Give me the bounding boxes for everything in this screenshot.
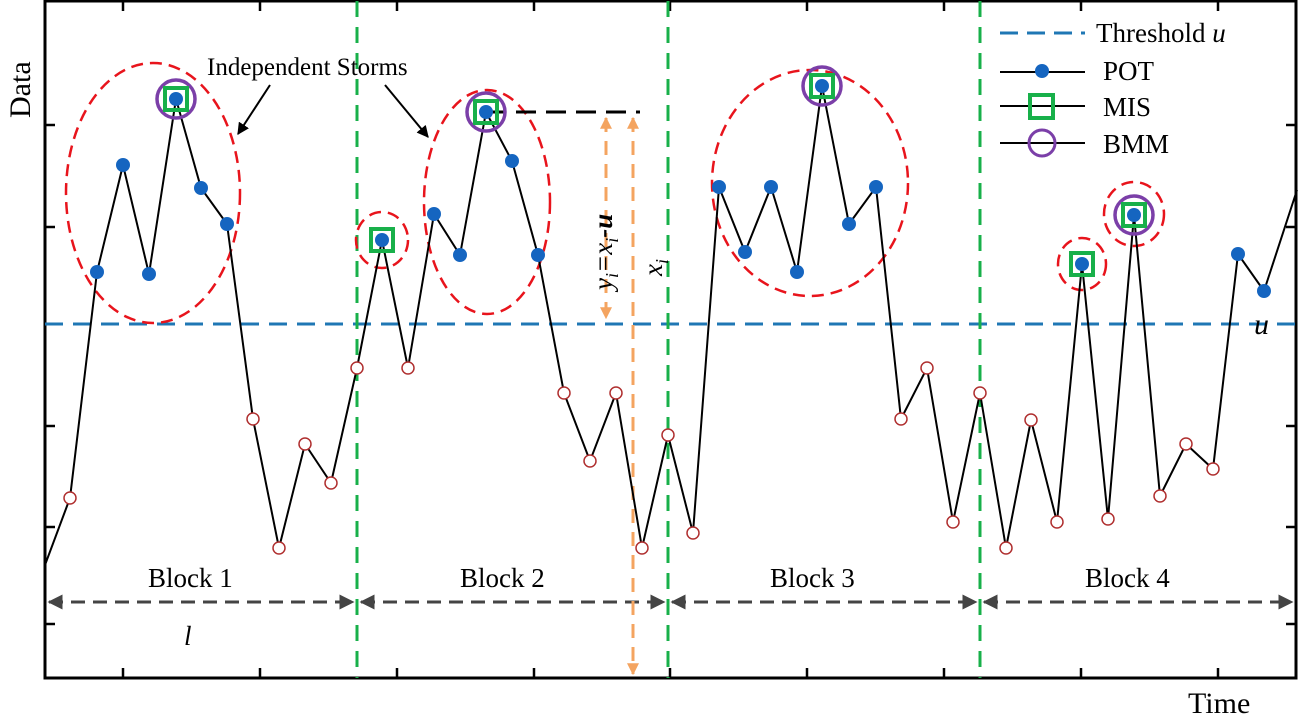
pot-point: [90, 265, 104, 279]
x-axis-label: Time: [1188, 687, 1250, 719]
below-threshold-point: [946, 515, 960, 529]
below-threshold-point: [609, 386, 623, 400]
below-threshold-point: [1153, 489, 1167, 503]
pot-point: [194, 181, 208, 195]
pot-point: [375, 233, 389, 247]
pot-point: [1231, 247, 1245, 261]
below-threshold-point: [350, 361, 364, 375]
legend-mis-label: MIS: [1103, 92, 1151, 122]
pot-point: [738, 245, 752, 259]
below-threshold-point: [1050, 515, 1064, 529]
pot-point: [505, 154, 519, 168]
storm-ellipse: [354, 210, 410, 270]
block-1-label: Block 1: [148, 563, 233, 593]
below-threshold-point: [661, 428, 675, 442]
legend: Threshold u POT MIS BMM: [1096, 18, 1226, 159]
bmm-marker: [155, 78, 197, 120]
storm-ellipse: [1102, 180, 1166, 248]
mis-marker: [473, 99, 499, 125]
mis-marker: [809, 73, 835, 99]
below-threshold-point: [1179, 437, 1193, 451]
below-threshold-point: [635, 541, 649, 555]
pot-point: [764, 180, 778, 194]
pot-point: [220, 217, 234, 231]
threshold-u-label: u: [1254, 308, 1269, 341]
storm-pointer-arrow: [237, 84, 271, 136]
below-threshold-point: [583, 454, 597, 468]
block-3-label: Block 3: [770, 563, 855, 593]
below-threshold-point: [63, 491, 77, 505]
pot-point: [531, 248, 545, 262]
storm-ellipse: [64, 61, 242, 325]
below-threshold-point: [557, 386, 571, 400]
y-axis-label: Data: [4, 61, 37, 118]
below-threshold-point: [272, 541, 286, 555]
below-threshold-point: [298, 437, 312, 451]
pot-point: [479, 105, 493, 119]
block-length-label: l: [184, 621, 192, 651]
pot-point: [453, 248, 467, 262]
below-threshold-point: [1206, 462, 1220, 476]
legend-pot-label: POT: [1103, 56, 1155, 86]
pot-point: [169, 92, 183, 106]
storm-pointer-arrow: [384, 84, 429, 138]
pot-point: [142, 267, 156, 281]
pot-point: [790, 265, 804, 279]
below-threshold-point: [324, 476, 338, 490]
mis-marker: [1121, 202, 1147, 228]
legend-threshold-label: Threshold u: [1096, 18, 1226, 48]
legend-pot-marker: [1035, 64, 1049, 78]
block-4-label: Block 4: [1085, 563, 1170, 593]
below-threshold-point: [894, 412, 908, 426]
below-threshold-point: [999, 541, 1013, 555]
below-threshold-point: [973, 386, 987, 400]
block-2-label: Block 2: [460, 563, 545, 593]
pot-point: [1075, 257, 1089, 271]
mis-marker: [369, 227, 395, 253]
exceedance-label: yi=xi-u: [588, 214, 622, 293]
legend-bmm-label: BMM: [1103, 129, 1169, 159]
mis-marker: [1069, 251, 1095, 277]
legend-bmm-marker: [1027, 128, 1057, 158]
storm-ellipse: [1056, 236, 1108, 292]
storm-ellipse: [422, 88, 552, 316]
pot-point: [842, 217, 856, 231]
pot-point: [427, 207, 441, 221]
bmm-marker: [465, 91, 507, 133]
below-threshold-point: [920, 361, 934, 375]
bmm-marker: [1113, 194, 1155, 236]
below-threshold-point: [401, 361, 415, 375]
below-threshold-point: [246, 412, 260, 426]
pot-point: [869, 180, 883, 194]
bmm-marker: [801, 65, 843, 107]
pot-point: [1257, 284, 1271, 298]
below-threshold-point: [686, 526, 700, 540]
below-threshold-point: [1101, 512, 1115, 526]
value-xi-label: xi: [638, 259, 672, 277]
pot-point: [712, 180, 726, 194]
mis-marker: [163, 86, 189, 112]
independent-storms-label: Independent Storms: [207, 54, 408, 81]
below-threshold-point: [1024, 413, 1038, 427]
legend-mis-marker: [1028, 93, 1055, 120]
pot-point: [116, 158, 130, 172]
pot-point: [1127, 208, 1141, 222]
pot-point: [815, 79, 829, 93]
